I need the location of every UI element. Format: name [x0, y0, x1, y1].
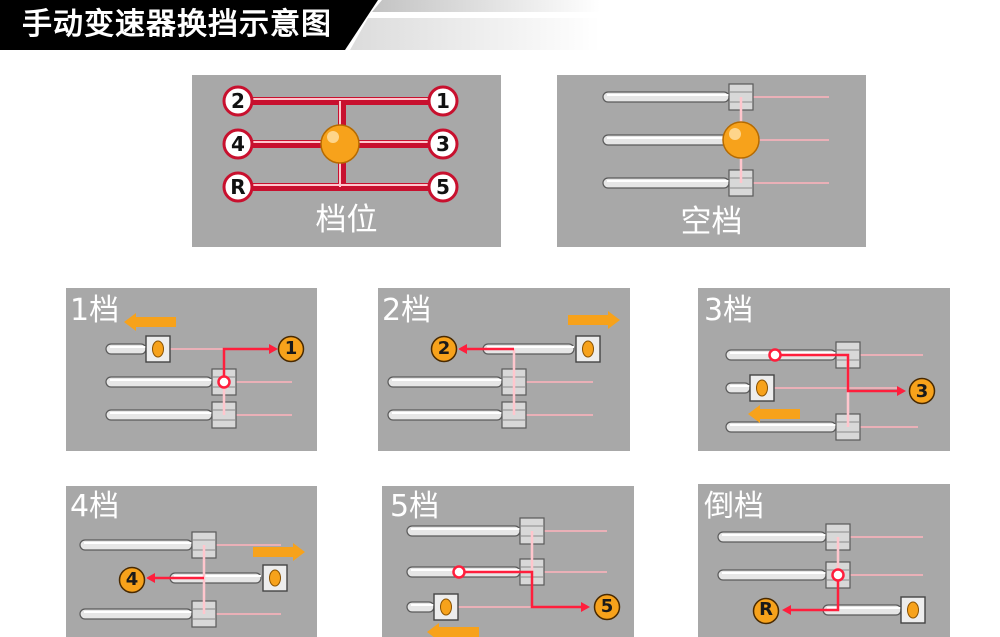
gear-badge-circle [277, 335, 305, 363]
shift-finger-ring [768, 348, 782, 362]
active-block-knob [269, 569, 281, 587]
gear-2-badge: 2 [437, 338, 451, 359]
gear-1-diagram [105, 313, 305, 429]
gear-badge-circle [752, 597, 780, 625]
active-shift-block [749, 374, 775, 402]
gear-5-badge: 5 [600, 596, 614, 617]
active-block-knob [440, 598, 452, 616]
gear-badge-r: R [230, 175, 246, 199]
shift-path-arrowhead [146, 573, 155, 583]
gear-1-label: 1档 [70, 293, 120, 328]
gear-badge-circle [908, 377, 936, 405]
shift-rod [717, 531, 827, 543]
shift-rod [725, 382, 751, 394]
gear-5-diagram [406, 517, 621, 637]
shift-path-arrowhead [581, 602, 590, 612]
shift-rod [105, 409, 213, 421]
shift-rod [387, 376, 503, 388]
shift-path [222, 347, 271, 382]
motion-arrow-left [427, 623, 479, 637]
gear-badge-1: 1 [436, 89, 450, 113]
shift-rod [79, 608, 193, 620]
shift-path [775, 353, 898, 393]
gear-badge-circle [593, 593, 621, 621]
shift-path-arrowhead [269, 344, 278, 354]
active-block-knob [756, 379, 768, 397]
active-block-knob [582, 340, 594, 358]
gear-1-panel: 1档 1 [66, 288, 317, 451]
motion-arrow-left [124, 313, 176, 331]
selector-ball [722, 121, 760, 159]
shift-rod [725, 421, 837, 433]
shift-path-arrowhead [458, 344, 467, 354]
shift-path [790, 575, 840, 612]
gear-2-panel: 2档 2 [378, 288, 630, 451]
title-banner-shape [0, 0, 600, 50]
gear-3-badge: 3 [915, 381, 929, 402]
gear-badge-5: 5 [436, 175, 450, 199]
motion-arrow-right [568, 311, 620, 329]
gear-badge-3: 3 [436, 132, 450, 156]
gear-r-badge: R [759, 599, 773, 620]
neutral-panel: 空档 [557, 75, 866, 247]
gear-5-label: 5档 [390, 489, 440, 524]
shift-rod [105, 343, 147, 355]
shift-rod [79, 539, 193, 551]
shift-path [459, 570, 582, 609]
page-title: 手动变速器换挡示意图 [22, 7, 332, 42]
shift-rod [602, 177, 730, 189]
motion-arrow-left [748, 405, 800, 423]
gear-3-panel: 3档 3 [698, 288, 950, 451]
gear-badge-2: 2 [231, 89, 245, 113]
gear-4-label: 4档 [70, 489, 120, 524]
gear-4-panel: 4档 4 [66, 486, 317, 637]
active-block-knob [152, 340, 164, 358]
gear-2-diagram [387, 311, 620, 429]
gear-1-badge: 1 [284, 338, 298, 359]
neutral-diagram [602, 83, 829, 197]
shift-rod [602, 134, 730, 146]
gear-r-diagram [717, 523, 926, 625]
active-shift-block [433, 593, 459, 621]
gear-r-label: 倒档 [704, 489, 764, 524]
gear-badge-4: 4 [231, 132, 245, 156]
gear-r-panel: 倒档 R [698, 484, 950, 637]
gear-badge-circle [118, 566, 146, 594]
shift-finger-ring [831, 568, 845, 582]
shift-rod [387, 409, 503, 421]
gear-3-label: 3档 [704, 293, 754, 328]
selector-ball-highlight [729, 128, 741, 140]
motion-arrow-right [253, 543, 305, 561]
shift-rod [717, 569, 827, 581]
gear-badge-circle [430, 335, 458, 363]
gear-4-diagram [79, 531, 305, 628]
gear-4-badge: 4 [125, 569, 139, 590]
active-block-knob [907, 601, 919, 619]
shift-path-arrowhead [782, 605, 791, 615]
shift-rod [406, 601, 435, 613]
gear-2-label: 2档 [382, 293, 432, 328]
title-banner: 手动变速器换挡示意图 [0, 0, 1000, 52]
shift-finger-ring [217, 375, 231, 389]
gear-5-panel: 5档 5 [382, 486, 634, 637]
gear-pattern-panel: 2 4 R 1 3 5 档位 [192, 75, 501, 247]
shift-rod [406, 525, 521, 537]
gear-3-diagram [725, 341, 936, 441]
shift-rod [602, 91, 730, 103]
gear-pattern-diagram [222, 85, 459, 203]
shift-rod [105, 376, 213, 388]
shift-path-arrowhead [897, 386, 906, 396]
gear-pattern-label: 档位 [315, 202, 378, 238]
neutral-label: 空档 [680, 204, 743, 240]
shift-finger-ring [452, 565, 466, 579]
